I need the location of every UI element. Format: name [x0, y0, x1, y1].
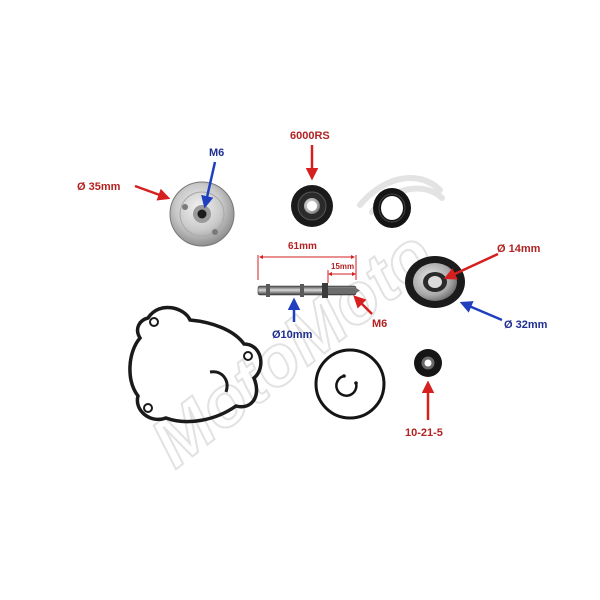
shaft-seal — [405, 256, 465, 308]
label-shaft-thread: M6 — [372, 318, 387, 330]
label-bearing: 6000RS — [290, 130, 330, 142]
arrow-seal-inner — [443, 252, 499, 280]
shaft-dimension-61mm — [257, 255, 357, 280]
label-shaft-length: 61mm — [288, 241, 317, 252]
label-cap-diameter: Ø 35mm — [77, 181, 121, 193]
o-ring — [314, 348, 386, 420]
arrow-cap-diameter — [134, 184, 171, 201]
label-seal-inner: Ø 14mm — [497, 243, 541, 255]
label-shaft-thread-length: 15mm — [331, 262, 354, 271]
arrow-seal-outer — [459, 301, 503, 322]
rubber-seal-ring — [373, 188, 411, 228]
pump-cap — [169, 181, 235, 247]
arrow-cap-thread — [201, 161, 217, 209]
shaft-dimension-15mm — [327, 270, 356, 283]
pump-gasket — [128, 305, 263, 424]
small-seal — [414, 349, 442, 377]
watermark-text: MotoMoto — [136, 215, 447, 482]
label-cap-thread: M6 — [209, 147, 224, 159]
arrow-shaft-thread — [353, 295, 373, 315]
pump-shaft — [257, 283, 360, 298]
label-shaft-diameter: Ø10mm — [272, 329, 313, 341]
circlip — [335, 374, 358, 397]
label-small-seal: 10-21-5 — [405, 427, 443, 439]
label-seal-outer: Ø 32mm — [504, 319, 548, 331]
bearing-6000rs — [291, 185, 333, 227]
